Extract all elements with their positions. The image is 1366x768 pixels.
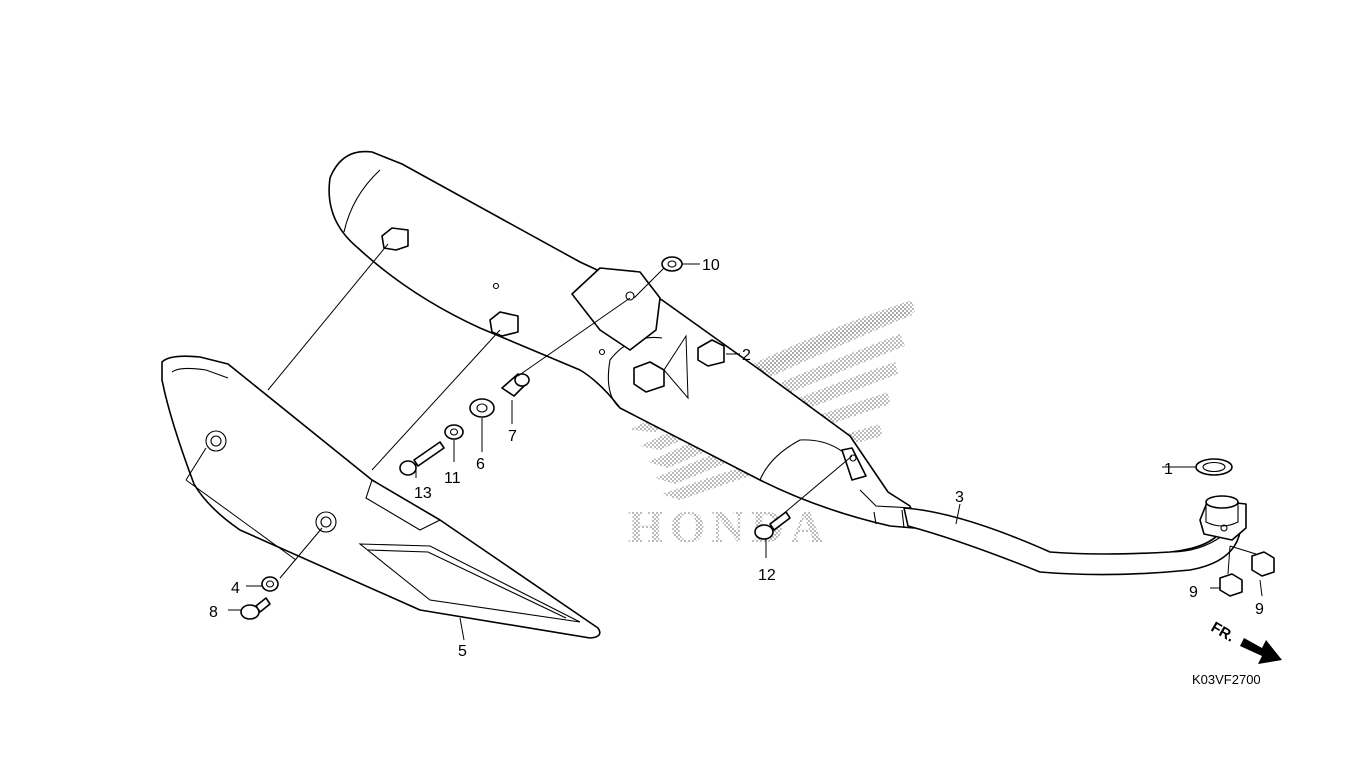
leader-lines [185, 243, 1263, 641]
callout-7: 7 [508, 428, 517, 445]
heat-protector [161, 355, 601, 639]
callout-9-left: 9 [1189, 584, 1198, 601]
callout-1: 1 [1164, 461, 1173, 478]
small-parts [240, 256, 1275, 620]
diagram-code: K03VF2700 [1192, 672, 1261, 687]
callout-5: 5 [458, 643, 467, 660]
callout-4: 4 [231, 580, 240, 597]
front-direction-label: FR. [1208, 619, 1237, 646]
callout-13: 13 [414, 485, 432, 502]
callout-12: 12 [758, 567, 776, 584]
callout-11: 11 [444, 470, 461, 487]
front-arrow-icon [1240, 638, 1282, 664]
callout-8: 8 [209, 604, 218, 621]
callout-2: 2 [742, 347, 751, 364]
callout-9-right: 9 [1255, 601, 1264, 618]
honda-watermark-text: HONDA [628, 501, 829, 552]
callout-6: 6 [476, 456, 485, 473]
callout-labels: 1 2 3 4 5 6 7 8 9 9 10 11 12 13 [209, 257, 1264, 660]
gasket-ring [1195, 458, 1233, 476]
callout-3: 3 [955, 489, 964, 506]
muffler-body [328, 150, 915, 529]
front-direction-indicator: FR. [1208, 619, 1282, 664]
callout-10: 10 [702, 257, 720, 274]
exhaust-pipe [903, 495, 1247, 576]
